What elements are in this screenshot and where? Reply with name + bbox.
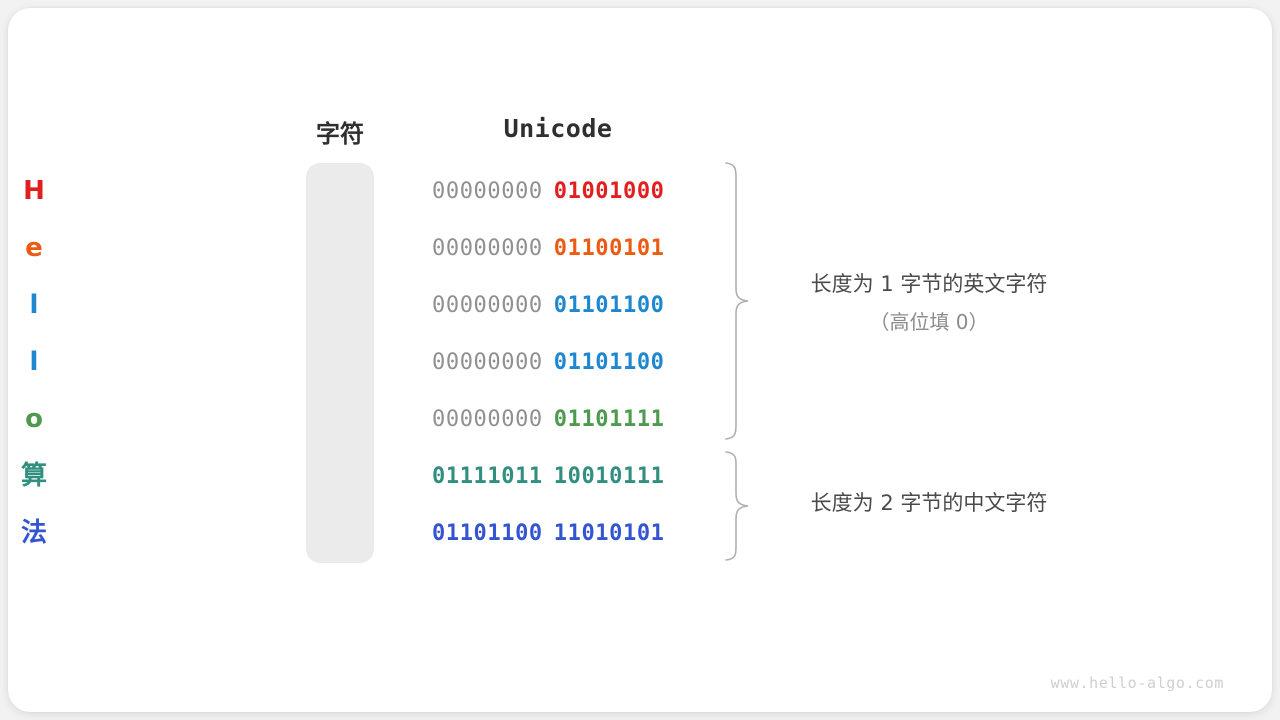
- character-cell: l: [29, 347, 39, 377]
- annotation-two-byte-line1: 长度为 2 字节的中文字符: [810, 491, 1048, 515]
- character-column: [306, 163, 374, 563]
- annotation-two-byte: 长度为 2 字节的中文字符: [768, 487, 1090, 517]
- brace-two-byte: [725, 451, 749, 561]
- character-cell: 法: [20, 518, 47, 548]
- unicode-row: 00000000 01101100: [432, 334, 684, 391]
- column-header-character: 字符: [316, 120, 364, 148]
- high-byte: 00000000: [432, 179, 543, 204]
- high-byte: 00000000: [432, 350, 543, 375]
- character-cell: 算: [20, 461, 47, 491]
- character-cell: o: [25, 404, 43, 434]
- character-cell: l: [29, 290, 39, 320]
- low-byte: 10010111: [553, 464, 665, 489]
- watermark: www.hello-algo.com: [1050, 674, 1224, 692]
- low-byte: 11010101: [553, 521, 665, 546]
- low-byte: 01100101: [553, 236, 665, 261]
- high-byte: 00000000: [432, 407, 543, 432]
- high-byte: 01111011: [432, 464, 543, 489]
- column-header-unicode: Unicode: [503, 114, 613, 143]
- character-cell: H: [23, 176, 45, 206]
- unicode-row: 00000000 01100101: [432, 220, 684, 277]
- annotation-one-byte-line2: （高位填 0）: [869, 310, 989, 334]
- annotation-one-byte-line1: 长度为 1 字节的英文字符: [810, 272, 1048, 296]
- high-byte: 00000000: [432, 293, 543, 318]
- annotation-one-byte: 长度为 1 字节的英文字符 （高位填 0）: [768, 268, 1090, 335]
- low-byte: 01101111: [553, 407, 665, 432]
- high-byte: 00000000: [432, 236, 543, 261]
- unicode-row: 00000000 01001000: [432, 163, 684, 220]
- high-byte: 01101100: [432, 521, 543, 546]
- unicode-row: 01111011 10010111: [432, 448, 684, 505]
- brace-one-byte: [725, 162, 749, 440]
- low-byte: 01001000: [553, 179, 665, 204]
- unicode-row: 00000000 01101100: [432, 277, 684, 334]
- unicode-row: 00000000 01101111: [432, 391, 684, 448]
- low-byte: 01101100: [553, 350, 665, 375]
- content-card: [8, 8, 1272, 712]
- character-cell: e: [25, 233, 43, 263]
- low-byte: 01101100: [553, 293, 665, 318]
- unicode-row: 01101100 11010101: [432, 505, 684, 562]
